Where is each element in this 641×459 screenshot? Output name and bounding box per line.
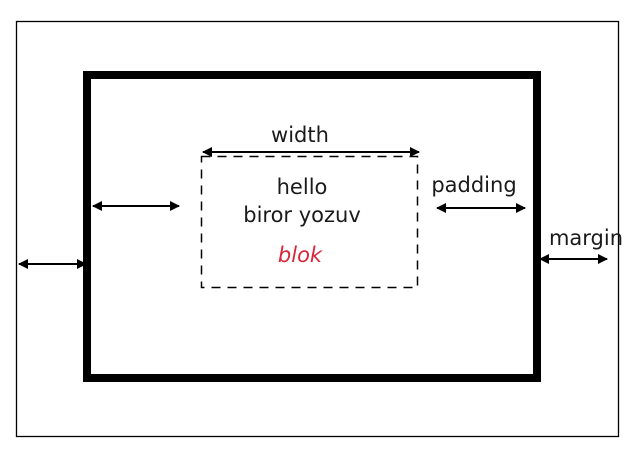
content-line-hello: hello [277, 175, 328, 199]
content-line-text: biror yozuv [243, 203, 361, 227]
padding-label: padding [431, 173, 516, 197]
margin-label: margin [549, 226, 623, 250]
content-line-block: blok [278, 243, 323, 267]
content-box [200, 155, 419, 289]
width-label: width [271, 123, 329, 147]
element-border [83, 71, 541, 382]
margin-area-border [15, 20, 620, 438]
